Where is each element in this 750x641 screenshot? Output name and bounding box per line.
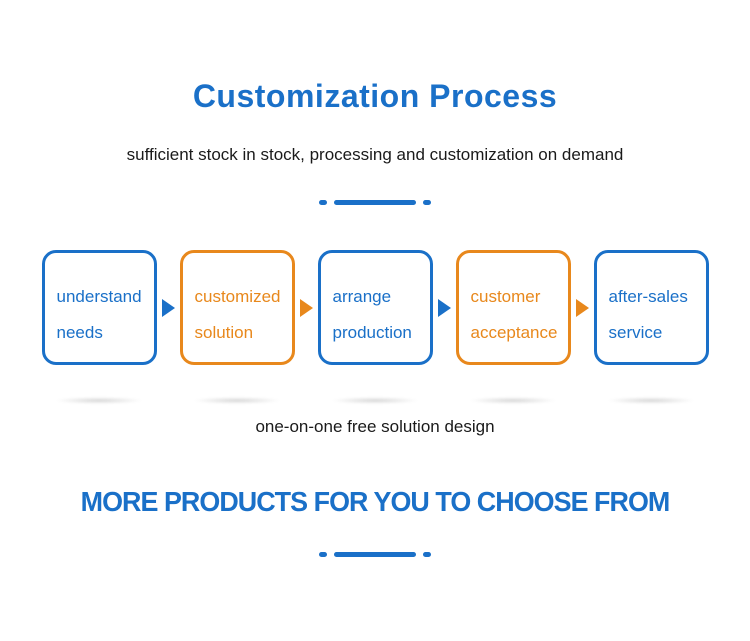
step-label-line: service (608, 323, 663, 342)
divider-top (319, 198, 431, 206)
step-customer-acceptance: customer acceptance (455, 250, 571, 404)
divider-dot-right (423, 199, 431, 205)
step-box-customized-solution: customized solution (179, 250, 295, 365)
divider-bar (334, 551, 416, 557)
box-reflection-shadow (193, 397, 281, 404)
step-label-line: arrange (332, 287, 392, 306)
process-flow-diagram: understand needs customized solution arr… (0, 250, 750, 404)
flow-arrow-2 (299, 250, 313, 365)
step-label-line: customized (194, 287, 281, 306)
box-reflection-shadow (331, 397, 419, 404)
step-box-customer-acceptance: customer acceptance (455, 250, 571, 365)
more-products-heading: MORE PRODUCTS FOR YOU TO CHOOSE FROM (80, 486, 671, 517)
step-label-line: after-sales (608, 287, 688, 306)
flow-arrow-3 (437, 250, 451, 365)
step-label-line: customer (470, 287, 541, 306)
divider-dot-left (319, 551, 327, 557)
flow-arrow-4 (575, 250, 589, 365)
divider-bottom (319, 550, 431, 558)
divider-bar (334, 199, 416, 205)
divider-dot-right (423, 551, 431, 557)
step-label-line: acceptance (470, 323, 558, 342)
step-after-sales-service: after-sales service (593, 250, 709, 404)
subtitle-text: sufficient stock in stock, processing an… (126, 145, 624, 164)
step-label-line: needs (56, 323, 103, 342)
arrow-right-icon (575, 298, 589, 317)
flow-caption: one-on-one free solution design (255, 417, 495, 436)
arrow-right-icon (437, 298, 451, 317)
page-title: Customization Process (192, 78, 558, 114)
divider-dot-left (319, 199, 327, 205)
step-box-arrange-production: arrange production (317, 250, 433, 365)
step-box-after-sales-service: after-sales service (593, 250, 709, 365)
step-understand-needs: understand needs (41, 250, 157, 404)
step-label-line: solution (194, 323, 254, 342)
step-customized-solution: customized solution (179, 250, 295, 404)
step-box-understand-needs: understand needs (41, 250, 157, 365)
flow-arrow-1 (161, 250, 175, 365)
arrow-right-icon (299, 298, 313, 317)
step-label-line: understand (56, 287, 142, 306)
step-label-line: production (332, 323, 412, 342)
box-reflection-shadow (469, 397, 557, 404)
box-reflection-shadow (607, 397, 695, 404)
box-reflection-shadow (55, 397, 143, 404)
step-arrange-production: arrange production (317, 250, 433, 404)
arrow-right-icon (161, 298, 175, 317)
